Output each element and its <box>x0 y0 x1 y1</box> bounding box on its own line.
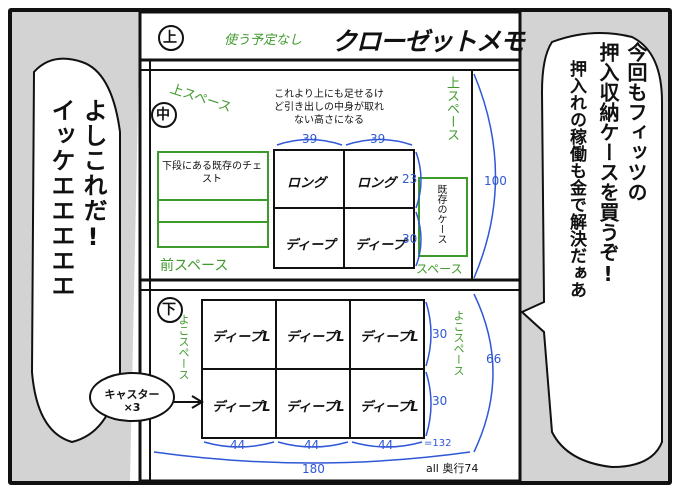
caster-label: キャスター×3 <box>104 388 160 414</box>
dim-total-width: =132 <box>424 438 452 449</box>
speech-right-line-1: 今回もフィッツの <box>624 42 648 202</box>
dim-col2: 39 <box>370 132 386 146</box>
section-marker-top: 上 <box>163 30 177 46</box>
dim-width-1: 44 <box>230 438 246 452</box>
dim-height-middle: 100 <box>484 174 507 188</box>
front-space-label: 前スペース <box>160 258 229 274</box>
dim-depth-1: 23 <box>402 172 418 186</box>
side-space-label: よこスペース <box>177 314 190 380</box>
speech-left-line-1: よしこれだ! <box>79 98 107 252</box>
depth-note: all 奥行74 <box>426 462 479 475</box>
speech-right-line-3: 押入れの稼働も金で解決だぁあ <box>566 60 586 298</box>
section-marker-bottom: 下 <box>162 302 176 318</box>
right-space-label: スペース <box>416 262 463 276</box>
dim-width-3: 44 <box>378 438 394 452</box>
dim-closet-width: 180 <box>302 462 325 476</box>
existing-chest-label: 下段にある既存のチェスト <box>162 161 262 185</box>
right-upper-space-label: 上スペース <box>444 76 459 141</box>
case-long-1: ロング <box>287 176 327 191</box>
deep-case-5: ディープL <box>286 400 345 415</box>
deep-case-2: ディープL <box>286 330 345 345</box>
deep-case-4: ディープL <box>212 400 271 415</box>
top-section-note: 使う予定なし <box>224 33 303 48</box>
right-side-space-label: よこスペース <box>452 310 465 376</box>
case-long-2: ロング <box>357 176 397 191</box>
closet-drawing <box>12 12 668 481</box>
speech-right-line-2: 押入収納ケースを買うぞ! <box>596 42 620 286</box>
section-marker-middle: 中 <box>156 107 170 123</box>
deep-case-1: ディープL <box>212 330 271 345</box>
dim-col1: 39 <box>302 132 318 146</box>
comic-panel: 上 使う予定なし クローゼットメモ 中 上スペース これより上にも足せるけど引き… <box>8 8 672 485</box>
dim-height-bottom: 66 <box>486 352 502 366</box>
dim-depth-2: 30 <box>402 232 418 246</box>
speech-left-line-2: イッケエエエエエ <box>47 98 75 298</box>
dim-row2: 30 <box>432 394 448 408</box>
dim-row1: 30 <box>432 327 448 341</box>
deep-case-3: ディープL <box>360 330 419 345</box>
existing-case-label: 既存のケース <box>435 184 446 244</box>
deep-case-6: ディープL <box>360 400 419 415</box>
height-note: これより上にも足せるけど引き出しの中身が取れない高さになる <box>274 89 384 126</box>
case-deep-2: ディープ <box>355 238 406 253</box>
case-deep-1: ディープ <box>285 238 336 253</box>
dim-width-2: 44 <box>304 438 320 452</box>
memo-title: クローゼットメモ <box>332 27 525 56</box>
